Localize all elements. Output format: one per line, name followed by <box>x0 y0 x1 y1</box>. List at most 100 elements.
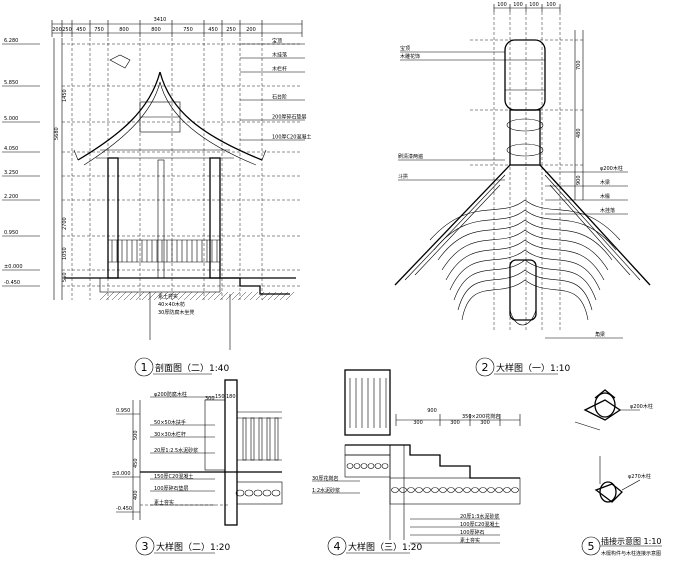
section-left-dim-label: 5680 <box>54 127 60 140</box>
detail-two-note: 30×30木栏杆 <box>154 431 186 438</box>
section-top-dim-label: 250 <box>226 27 236 33</box>
detail-two-note: 150厚C20混凝土 <box>154 473 193 480</box>
section-top-dim-label: 250 <box>62 27 72 33</box>
section-note: 100厚C20混凝土 <box>272 134 311 141</box>
detail-one-note: 宝顶 <box>400 45 410 52</box>
section-left-dim-label: 1450 <box>62 89 68 102</box>
panel-number-1: 1 <box>141 361 148 374</box>
panel-number-circle-4 <box>327 536 347 556</box>
section-left-dim-label: 2700 <box>62 217 68 230</box>
panel-number-circle-1 <box>134 357 154 377</box>
section-note: 石台阶 <box>272 94 287 101</box>
detail-two-dim: 180 <box>226 394 236 400</box>
section-top-dim-label: 800 <box>119 27 129 33</box>
detail-three-note: 30厚花岗岩 <box>312 475 338 482</box>
detail-two-dim: 150 <box>215 394 225 400</box>
section-left-dim-label: 1050 <box>62 247 68 260</box>
joint-note: φ200木柱 <box>630 403 653 410</box>
section-left-dim-label: 550 <box>62 272 68 282</box>
detail-three-dim: 300 <box>413 420 423 426</box>
section-elevation-label: 4.050 <box>4 146 18 152</box>
detail-one-note: 木雕花饰 <box>400 53 420 60</box>
panel-number-4: 4 <box>334 540 341 553</box>
detail-two-dim: 400 <box>133 490 139 500</box>
section-top-dim-label: 450 <box>76 27 86 33</box>
detail-one-note: 木椽 <box>600 193 610 200</box>
section-top-dim-label: 750 <box>183 27 193 33</box>
section-elevation-label: 5.000 <box>4 116 18 122</box>
panel-subtitle-5: 木檩构件与木柱连接示意图 <box>601 550 661 557</box>
section-notes: 宝顶木挂落木栏杆石台阶200厚碎石垫层100厚C20混凝土素土夯实40×40木枋… <box>158 38 311 317</box>
detail-two-note: 素土夯实 <box>154 499 174 506</box>
detail-three-drawing <box>312 369 521 544</box>
section-elevation-label: 0.950 <box>4 230 18 236</box>
section-elevation-label: 6.280 <box>4 38 18 44</box>
joint-note: φ270木柱 <box>628 473 651 480</box>
detail-two-note: φ200防腐木柱 <box>154 391 187 398</box>
joint-notes: φ200木柱 φ270木柱 <box>628 403 653 480</box>
section-note: 40×40木枋 <box>158 301 185 308</box>
section-note: 宝顶 <box>272 38 282 45</box>
panel-title-2: 2 大样图（一）1:10 <box>475 357 570 377</box>
detail-one-note: 木挂落 <box>600 207 615 214</box>
detail-three-note: 20厚1:3水泥砂浆 <box>460 513 499 520</box>
section-elevation-label: -0.450 <box>4 280 20 286</box>
panel-title-4: 4 大样图（三）1:20 <box>327 536 422 556</box>
panel-number-3: 3 <box>142 540 149 553</box>
section-note: 木栏杆 <box>272 66 287 73</box>
section-note: 200厚碎石垫层 <box>272 114 307 121</box>
detail-three-dim: 900 <box>427 408 437 414</box>
section-elevation-labels: 6.2805.8505.0004.0503.2502.2000.950±0.00… <box>2 38 40 287</box>
detail-one-note: 木梁 <box>600 179 610 186</box>
section-left-dimensions: 5680 2700 1450 1050 550 <box>54 89 68 282</box>
section-top-dim-label: 450 <box>208 27 218 33</box>
detail-one-right-dim-label: 900 <box>576 175 582 185</box>
detail-two-dim: 300 <box>205 396 215 402</box>
detail-one-top-dim-label: 100 <box>529 2 539 8</box>
panel-title-text-5: 插接示意图 1:10 <box>601 536 662 546</box>
detail-two-notes: φ200防腐木柱50×50木扶手30×30木栏杆20厚1:2.5水泥砂浆150厚… <box>154 391 198 506</box>
detail-three-dim: 300 <box>450 420 460 426</box>
detail-three-dim: 300 <box>480 420 490 426</box>
detail-one-top-dim-label: 100 <box>497 2 507 8</box>
section-top-dim-label: 200 <box>246 27 256 33</box>
section-elevation-label: 2.200 <box>4 194 18 200</box>
panel-title-5: 5 插接示意图 1:10 木檩构件与木柱连接示意图 <box>581 536 662 557</box>
detail-one-top-dim-label: 100 <box>513 2 523 8</box>
section-note: 素土夯实 <box>158 293 178 300</box>
section-top-dim-label: 200 <box>52 27 62 33</box>
detail-three-note: 100厚碎石 <box>460 529 485 536</box>
panel-title-text-1: 剖面图（二）1:40 <box>155 362 229 374</box>
section-elevation-label: ±0.000 <box>4 264 23 270</box>
panel-title-text-4: 大样图（三）1:20 <box>348 541 422 553</box>
section-elevation-label: 3.250 <box>4 170 18 176</box>
detail-one-drawing <box>394 4 651 339</box>
panel-number-circle-2 <box>475 357 495 377</box>
panel-title-3: 3 大样图（二）1:20 <box>135 536 230 556</box>
detail-one-note: φ200木柱 <box>600 165 623 172</box>
detail-one-right-dim-label: 480 <box>576 128 582 138</box>
panel-title-1: 1 剖面图（二）1:40 <box>134 357 229 377</box>
detail-one-note: 斗拱 <box>398 173 408 180</box>
section-note: 30厚防腐木坐凳 <box>158 309 194 316</box>
panel-title-text-2: 大样图（一）1:10 <box>496 362 570 374</box>
detail-two-note: 50×50木扶手 <box>154 419 186 426</box>
detail-three-notes: 350×200花岗岩20厚1:3水泥砂浆100厚C20混凝土100厚碎石素土夯实… <box>312 413 500 544</box>
detail-three-dimensions: 900 300 300 300 <box>413 408 490 426</box>
panel-number-2: 2 <box>482 361 489 374</box>
detail-three-note: 350×200花岗岩 <box>462 413 500 420</box>
detail-two-dim: 450 <box>133 458 139 468</box>
detail-three-note: 100厚C20混凝土 <box>460 521 499 528</box>
section-top-dim-label: 3410 <box>154 17 167 23</box>
detail-three-note: 1:2水泥砂浆 <box>312 487 340 494</box>
section-top-dim-label: 800 <box>151 27 161 33</box>
panel-title-text-3: 大样图（二）1:20 <box>156 541 230 553</box>
section-drawing <box>51 20 305 350</box>
detail-two-elevation: -0.450 <box>116 506 132 512</box>
